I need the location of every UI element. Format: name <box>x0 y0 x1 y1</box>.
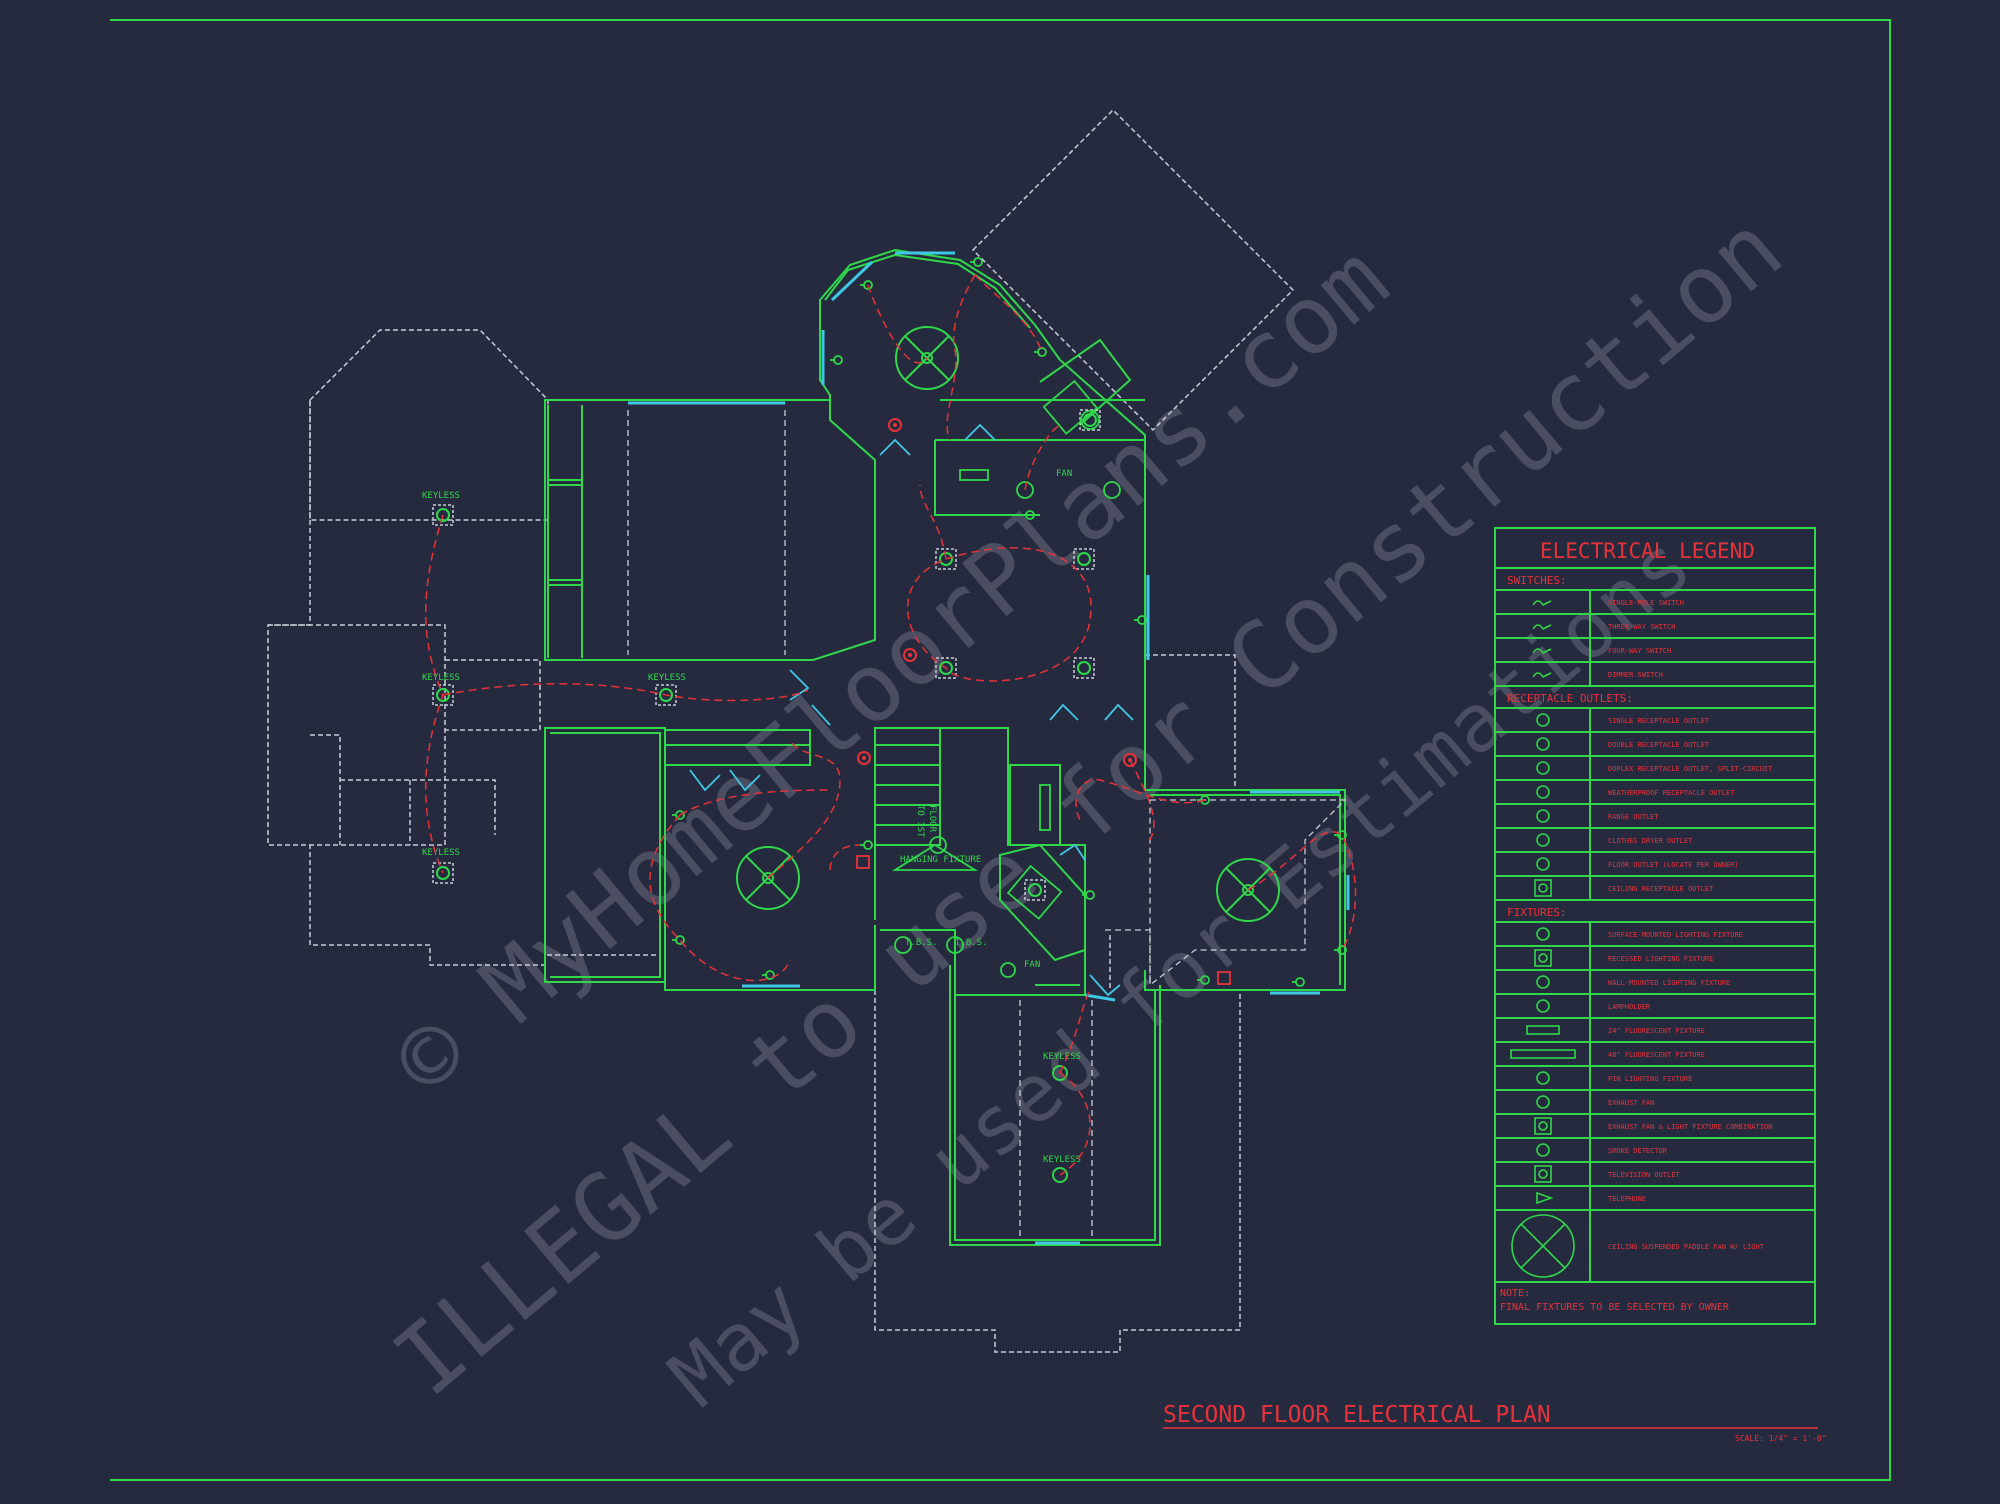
legend-frame <box>1494 527 1816 1325</box>
legend-symbol-outlet-double-icon <box>1536 737 1550 751</box>
legend-note-text: FINAL FIXTURES TO BE SELECTED BY OWNER <box>1500 1302 1730 1313</box>
legend-item-label: TELEPHONE <box>1608 1195 1646 1203</box>
legend-item-label: EXHAUST FAN <box>1608 1099 1654 1107</box>
tbs-label-2: T.B.S. <box>955 938 988 948</box>
legend-item-label: DUPLEX RECEPTACLE OUTLET, SPLIT-CIRCUIT <box>1608 765 1773 773</box>
legend-symbol-exhaust-fan-icon <box>1536 1095 1550 1109</box>
wiring <box>425 274 1357 1176</box>
watermark-line-2: ILLEGAL to use for Construction <box>374 194 1803 1418</box>
legend-item-label: 24" FLUORESCENT FIXTURE <box>1608 1027 1705 1035</box>
legend-symbol-outlet-weather-icon <box>1536 785 1550 799</box>
tbs-label-1: T.B.S. <box>905 938 938 948</box>
legend-symbol-lampholder-icon <box>1536 999 1550 1013</box>
legend-item-label: 48" FLUORESCENT FIXTURE <box>1608 1051 1705 1059</box>
legend-item-label: WEATHERPROOF RECEPTACLE OUTLET <box>1608 789 1735 797</box>
legend-symbol-tv-icon <box>1534 1165 1552 1183</box>
legend-symbol-switch-single-icon <box>1532 600 1552 607</box>
plan-scale: SCALE: 1/4" = 1'-0" <box>1735 1434 1827 1443</box>
keyless-label-3: KEYLESS <box>648 673 686 683</box>
legend-symbol-fluor-48-icon <box>1510 1049 1576 1059</box>
floor-walls <box>544 248 1346 1246</box>
legend-item-label: RECESSED LIGHTING FIXTURE <box>1608 955 1713 963</box>
legend-symbol-fixture-wall-icon <box>1536 975 1550 989</box>
keyless-label-2: KEYLESS <box>422 673 460 683</box>
legend-symbol-outlet-range-icon <box>1536 809 1550 823</box>
legend-symbol-pin-light-icon <box>1536 1071 1550 1085</box>
legend-item-label: SINGLE-POLE SWITCH <box>1608 599 1684 607</box>
legend-item-label: PIN LIGHTING FIXTURE <box>1608 1075 1692 1083</box>
doors <box>689 423 1134 997</box>
legend-item-label: SURFACE-MOUNTED LIGHTING FIXTURE <box>1608 931 1743 939</box>
hanging-fixture-label: HANGING FIXTURE <box>900 855 981 865</box>
fan-label-2: FAN <box>1024 960 1040 970</box>
legend-symbol-outlet-dryer-icon <box>1536 833 1550 847</box>
legend-symbol-outlet-single-icon <box>1536 713 1550 727</box>
legend-item-label: SINGLE RECEPTACLE OUTLET <box>1608 717 1710 725</box>
room-labels: FAN FAN HANGING FIXTURE T.B.S. T.B.S. TO… <box>900 469 1072 970</box>
legend-section-heading: FIXTURES: <box>1507 906 1567 919</box>
legend-item-label: CLOTHES DRYER OUTLET <box>1608 837 1693 845</box>
legend-symbol-phone-icon <box>1536 1191 1554 1205</box>
legend-symbol-smoke-icon <box>1536 1143 1550 1157</box>
legend-symbol-fixture-surface-icon <box>1536 927 1550 941</box>
stair-note-1: TO 1ST <box>915 805 925 838</box>
keyless-label-6: KEYLESS <box>1043 1155 1081 1165</box>
legend-symbol-fluor-24-icon <box>1526 1025 1560 1035</box>
legend-item-label: LAMPHOLDER <box>1608 1003 1651 1011</box>
legend-item-label: THREE-WAY SWITCH <box>1608 623 1675 631</box>
legend-item-label: FOUR-WAY SWITCH <box>1608 647 1671 655</box>
windows <box>628 251 1350 1245</box>
keyless-label-1: KEYLESS <box>422 491 460 501</box>
legend-symbol-switch-four-icon <box>1532 648 1552 655</box>
keyless-label-5: KEYLESS <box>1043 1052 1081 1062</box>
interior-dashed <box>627 410 1347 1240</box>
legend-symbol-switch-dimmer-icon <box>1532 672 1552 679</box>
legend-item-label: FLOOR OUTLET (LOCATE PER OWNER) <box>1608 861 1739 869</box>
legend-item-label: RANGE OUTLET <box>1608 813 1659 821</box>
legend-symbol-switch-three-icon <box>1532 624 1552 631</box>
legend-note-heading: NOTE: <box>1500 1288 1530 1299</box>
legend-symbol-exhaust-light-icon <box>1534 1117 1552 1135</box>
legend-item-label: TELEVISION OUTLET <box>1608 1171 1680 1179</box>
plan-title: SECOND FLOOR ELECTRICAL PLAN <box>1163 1402 1551 1428</box>
legend-item-label: SMOKE DETECTOR <box>1608 1147 1668 1155</box>
legend-symbol-outlet-ceiling-icon <box>1534 879 1552 897</box>
keyless-fixtures: KEYLESS KEYLESS KEYLESS KEYLESS KEYLESS … <box>422 491 1081 1183</box>
bath-fixtures <box>856 379 1231 985</box>
legend-item-label: WALL-MOUNTED LIGHTING FIXTURE <box>1608 979 1730 987</box>
legend-symbol-ceiling-fan-icon <box>1511 1214 1575 1278</box>
legend-section-heading: SWITCHES: <box>1507 574 1567 587</box>
roof-outlines <box>267 108 1295 1353</box>
legend-title: ELECTRICAL LEGEND <box>1540 539 1755 563</box>
electrical-legend: ELECTRICAL LEGEND SWITCHES: SINGLE-POLE SW… <box>1494 527 1816 1325</box>
legend-item-label: CEILING RECEPTACLE OUTLET <box>1608 885 1714 893</box>
keyless-label-4: KEYLESS <box>422 848 460 858</box>
legend-section-heading: RECEPTACLE OUTLETS: <box>1507 692 1633 705</box>
fan-label-1: FAN <box>1056 469 1072 479</box>
legend-symbol-outlet-floor-icon <box>1536 857 1550 871</box>
legend-item-label: DOUBLE RECEPTACLE OUTLET <box>1608 741 1710 749</box>
legend-item-label: EXHAUST FAN & LIGHT FIXTURE COMBINATION <box>1608 1123 1772 1131</box>
stair-note-2: FLOOR <box>927 805 937 833</box>
legend-item-label: DIMMER SWITCH <box>1608 671 1663 679</box>
legend-item-label: CEILING SUSPENDED PADDLE FAN W/ LIGHT <box>1608 1243 1765 1251</box>
legend-symbol-outlet-split-icon <box>1536 761 1550 775</box>
sheet-border <box>110 19 1891 1481</box>
legend-symbol-fixture-recessed-icon <box>1534 949 1552 967</box>
